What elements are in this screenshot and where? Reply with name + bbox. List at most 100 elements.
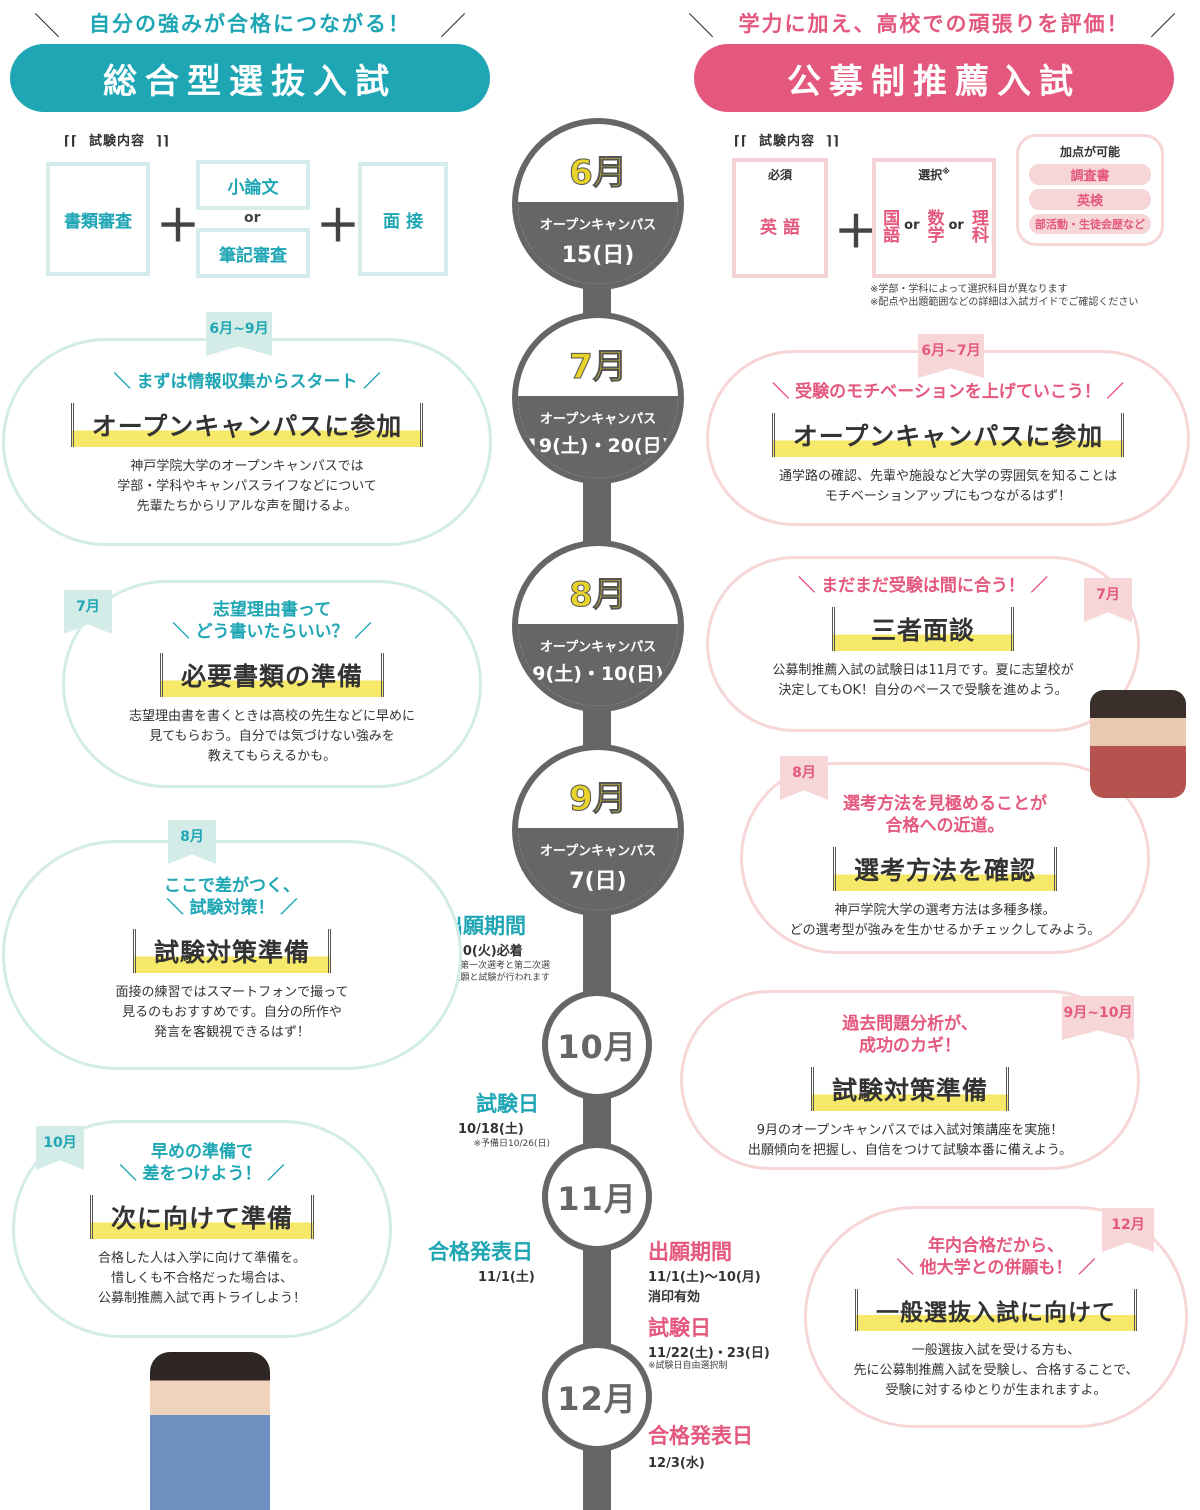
plus-icon: ＋: [834, 207, 878, 258]
open-campus-date: 7(日): [569, 869, 627, 894]
right-apply-date: 11/1(土)〜10(月): [648, 1270, 761, 1285]
note-subjects: ※学部・学科によって選択科目が異なります: [870, 284, 1068, 295]
document-review-box: 書類審査: [46, 162, 150, 276]
open-campus-label: オープンキャンパス: [539, 412, 657, 427]
month-label: 9月: [569, 779, 628, 820]
month-badge: 12月: [1102, 1208, 1154, 1252]
open-campus-date: 15(日): [561, 243, 635, 268]
right-title-banner: 公募制推薦入試: [694, 44, 1174, 112]
essay-box: 小論文: [196, 160, 310, 210]
right-exam-title: 試験日: [648, 1316, 711, 1340]
open-campus-date: 19(土)・20(日): [525, 435, 671, 457]
month-badge: 8月: [780, 756, 828, 800]
right-bubble-selection: 選考方法を見極めることが合格への近道。 選考方法を確認 神戸学院大学の選考方法は…: [740, 762, 1150, 954]
written-exam-box: 筆記審査: [196, 228, 310, 278]
subject-japanese: 国語: [879, 209, 900, 243]
right-exam-note: ※試験日自由選択制: [648, 1361, 728, 1371]
right-bubble-meeting: ＼ まだまだ受験は間に合う！ ／ 三者面談 公募制推薦入試の試験日は11月です。…: [706, 556, 1140, 732]
right-result-title: 合格発表日: [648, 1424, 753, 1448]
student-illustration-male: [1090, 690, 1186, 798]
left-exam-label: ⌈⌈ 試験内容 ⌉⌉: [64, 134, 170, 149]
open-campus-label: オープンキャンパス: [539, 640, 657, 655]
bubble-description: 神戸学院大学のオープンキャンパスでは学部・学科やキャンパスライフなどについて先輩…: [117, 459, 377, 514]
student-illustration-female: [150, 1352, 270, 1510]
bubble-subtitle: 志望理由書って＼ どう書いたらいい？ ／: [172, 600, 372, 642]
month-badge: 10月: [36, 1126, 84, 1170]
left-tagline-slash-right: ／: [440, 12, 467, 42]
bubble-description: 合格した人は入学に向けて準備を。惜しくも不合格だった場合は、公募制推薦入試で再ト…: [97, 1251, 306, 1306]
month-circle-november: 11月: [542, 1142, 652, 1252]
month-circle-july: 7月 オープンキャンパス 19(土)・20(日): [512, 312, 684, 484]
bubble-subtitle: 早めの準備で＼ 差をつけよう！ ／: [119, 1142, 285, 1184]
or-label: or: [244, 210, 261, 226]
month-circle-october: 10月: [542, 990, 652, 1100]
bonus-title: 加点が可能: [1059, 145, 1120, 159]
bubble-subtitle: ＼ まだまだ受験は間に合う！ ／: [798, 576, 1048, 596]
left-tagline-slash-left: ＼: [34, 12, 61, 42]
right-apply-note: 消印有効: [648, 1290, 701, 1305]
or-label: or: [948, 217, 964, 233]
bubble-description: 公募制推薦入試の試験日は11月です。夏に志望校が決定してもOK！自分のペースで受…: [772, 663, 1074, 698]
month-circle-september: 9月 オープンキャンパス 7(日): [512, 744, 684, 916]
bubble-main-title: 三者面談: [831, 607, 1014, 651]
month-circle-december: 12月: [542, 1342, 652, 1452]
right-result-date: 12/3(水): [648, 1456, 705, 1471]
bubble-description: 志望理由書を書くときは高校の先生などに早めに見てもらおう。自分では気づけない強み…: [128, 709, 415, 764]
month-label: 7月: [569, 347, 628, 388]
bubble-subtitle: 年内合格だから、＼ 他大学との併願も！ ／: [896, 1236, 1096, 1278]
bubble-main-title: オープンキャンパスに参加: [70, 403, 424, 447]
month-circle-june: 6月 オープンキャンパス 15(日): [512, 118, 684, 290]
open-campus-label: オープンキャンパス: [539, 218, 657, 233]
right-exam-date: 11/22(土)・23(日): [648, 1346, 770, 1361]
bubble-main-title: 一般選抜入試に向けて: [855, 1289, 1137, 1331]
bubble-main-title: オープンキャンパスに参加: [771, 413, 1125, 457]
bubble-main-title: 次に向けて準備: [89, 1195, 314, 1239]
open-campus-date: 9(土)・10(日): [532, 663, 664, 685]
month-badge: 8月: [168, 820, 216, 864]
interview-box: 面 接: [358, 162, 448, 276]
bubble-description: 面接の練習ではスマートフォンで撮って見るのもおすすめです。自分の所作や発言を客観…: [115, 985, 349, 1040]
bonus-item: 部活動・生徒会歴など: [1029, 214, 1151, 234]
plus-icon: ＋: [316, 201, 360, 252]
bonus-item: 調査書: [1029, 164, 1151, 185]
month-label: 10月: [557, 1028, 637, 1066]
selective-box: 選択※ 国語 or 数学 or 理科: [872, 158, 996, 278]
bubble-subtitle: 過去問題分析が、成功のカギ！: [842, 1014, 978, 1056]
subject-math: 数学: [923, 209, 944, 243]
left-bubble-exam-prep: ここで差がつく、＼ 試験対策！ ／ 試験対策準備 面接の練習ではスマートフォンで…: [2, 840, 462, 1070]
left-tagline: 自分の強みが合格につながる！: [89, 12, 411, 36]
bubble-main-title: 試験対策準備: [810, 1067, 1009, 1111]
or-label: or: [904, 217, 920, 233]
bubble-main-title: 試験対策準備: [132, 929, 331, 973]
select-label: 選択※: [918, 167, 950, 182]
bubble-subtitle: ＼ 受験のモチベーションを上げていこう！ ／: [772, 382, 1124, 402]
left-exam-title: 試験日: [476, 1092, 539, 1116]
required-label: 必須: [767, 168, 792, 182]
left-title-banner: 総合型選抜入試: [10, 44, 490, 112]
left-bubble-next-steps: 早めの準備で＼ 差をつけよう！ ／ 次に向けて準備 合格した人は入学に向けて準備…: [12, 1120, 392, 1338]
left-exam-note: ※予備日10/26(日): [473, 1139, 550, 1149]
subject-science: 理科: [967, 209, 988, 243]
right-bubble-open-campus: ＼ 受験のモチベーションを上げていこう！ ／ オープンキャンパスに参加 通学路の…: [706, 350, 1190, 526]
bubble-description: 通学路の確認、先輩や施設など大学の雰囲気を知ることはモチベーションアップにもつな…: [778, 469, 1117, 504]
plus-icon: ＋: [156, 201, 200, 252]
left-bubble-documents: 志望理由書って＼ どう書いたらいい？ ／ 必要書類の準備 志望理由書を書くときは…: [62, 580, 482, 788]
bubble-main-title: 選考方法を確認: [832, 847, 1057, 891]
left-apply-note: ※現代社会学部のみ第一次選考と第二次選考の二段階で出願と試験が行われます: [380, 961, 550, 983]
bubble-subtitle: ＼ まずは情報収集からスタート ／: [113, 372, 381, 392]
month-label: 6月: [569, 153, 628, 194]
left-exam-date: 10/18(土): [458, 1122, 524, 1137]
select-mark: ※: [942, 167, 950, 176]
required-subject: 英 語: [760, 217, 800, 238]
bubble-description: 神戸学院大学の選考方法は多種多様。どの選考型が強みを生かせるかチェックしてみよう…: [789, 903, 1101, 938]
bonus-panel: 加点が可能 調査書 英検 部活動・生徒会歴など: [1016, 134, 1164, 246]
left-result-date: 11/1(土): [478, 1270, 535, 1285]
open-campus-label: オープンキャンパス: [539, 844, 657, 859]
bubble-subtitle: ここで差がつく、＼ 試験対策！ ／: [164, 876, 300, 918]
bonus-item: 英検: [1029, 189, 1151, 210]
right-exam-label: ⌈⌈ 試験内容 ⌉⌉: [734, 134, 840, 149]
note-details: ※配点や出題範囲などの詳細は入試ガイドでご確認ください: [870, 297, 1139, 308]
right-tagline-slash-right: ／: [1150, 12, 1177, 42]
right-tagline: 学力に加え、高校での頑張りを評価！: [738, 12, 1130, 36]
